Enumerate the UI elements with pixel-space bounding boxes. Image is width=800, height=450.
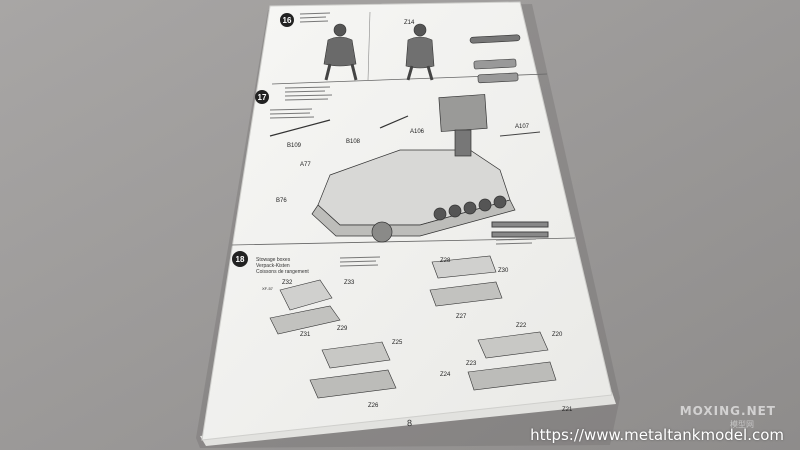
- watermark-url: https://www.metaltankmodel.com: [530, 426, 784, 444]
- svg-text:17: 17: [258, 93, 267, 102]
- watermark-logo: MOXING.NET: [679, 404, 776, 418]
- part-label: Z31: [300, 332, 311, 338]
- part-label: Z32: [282, 280, 293, 286]
- part-label: Z28: [440, 258, 451, 264]
- part-label: A106: [410, 129, 425, 135]
- part-label: A107: [515, 124, 530, 130]
- part-label: Z33: [344, 280, 355, 286]
- svg-text:16: 16: [283, 16, 292, 25]
- part-label: XF-57: [262, 286, 274, 291]
- part-label: Z22: [516, 323, 527, 329]
- page-number: 8: [406, 417, 413, 429]
- part-label: Z26: [368, 403, 379, 409]
- step18-title-fr: Coissons de rangement: [256, 269, 309, 275]
- svg-text:18: 18: [236, 255, 245, 264]
- step18-box-top-right: [429, 255, 503, 307]
- step17-machinegun: [269, 115, 409, 137]
- step18-title-en: Stowage boxes: [256, 257, 291, 263]
- part-label: Z20: [552, 332, 563, 338]
- part-label: Z30: [498, 268, 509, 274]
- part-label: Z14: [404, 20, 415, 26]
- part-label: Z27: [456, 314, 467, 320]
- step16-figure-right: [405, 23, 435, 81]
- step17-antenna-parts: [491, 131, 549, 238]
- part-label: Z24: [440, 372, 451, 378]
- step18-box-top-left: [269, 279, 341, 335]
- step16-rockets: [469, 34, 521, 84]
- step16-figure-left: [323, 23, 358, 81]
- divider-vertical-16: [367, 11, 371, 81]
- step-18-marker: 18: [232, 251, 248, 267]
- part-label: Z29: [337, 326, 348, 332]
- part-label: Z21: [562, 407, 573, 413]
- step-16-marker: 16: [280, 13, 294, 27]
- part-label: A77: [300, 162, 311, 168]
- part-label: B76: [276, 198, 287, 204]
- part-label: Z23: [466, 361, 477, 367]
- step-17-marker: 17: [255, 90, 269, 104]
- instruction-text-lines: [269, 12, 537, 267]
- watermark-logo-cn: 模型网: [730, 420, 754, 429]
- step18-box-mid-left: [309, 341, 397, 399]
- part-labels: Z28 Z30 Z27 Z32 Z33 Z31 Z29 Z25 Z26 Z22 …: [262, 20, 573, 413]
- step18-box-mid-right: [467, 331, 557, 391]
- part-label: B109: [287, 143, 302, 149]
- part-label: Z25: [392, 340, 403, 346]
- part-label: B108: [346, 139, 361, 145]
- step17-halftrack: [311, 94, 516, 243]
- step18-title-de: Verpack-Kisten: [256, 263, 290, 269]
